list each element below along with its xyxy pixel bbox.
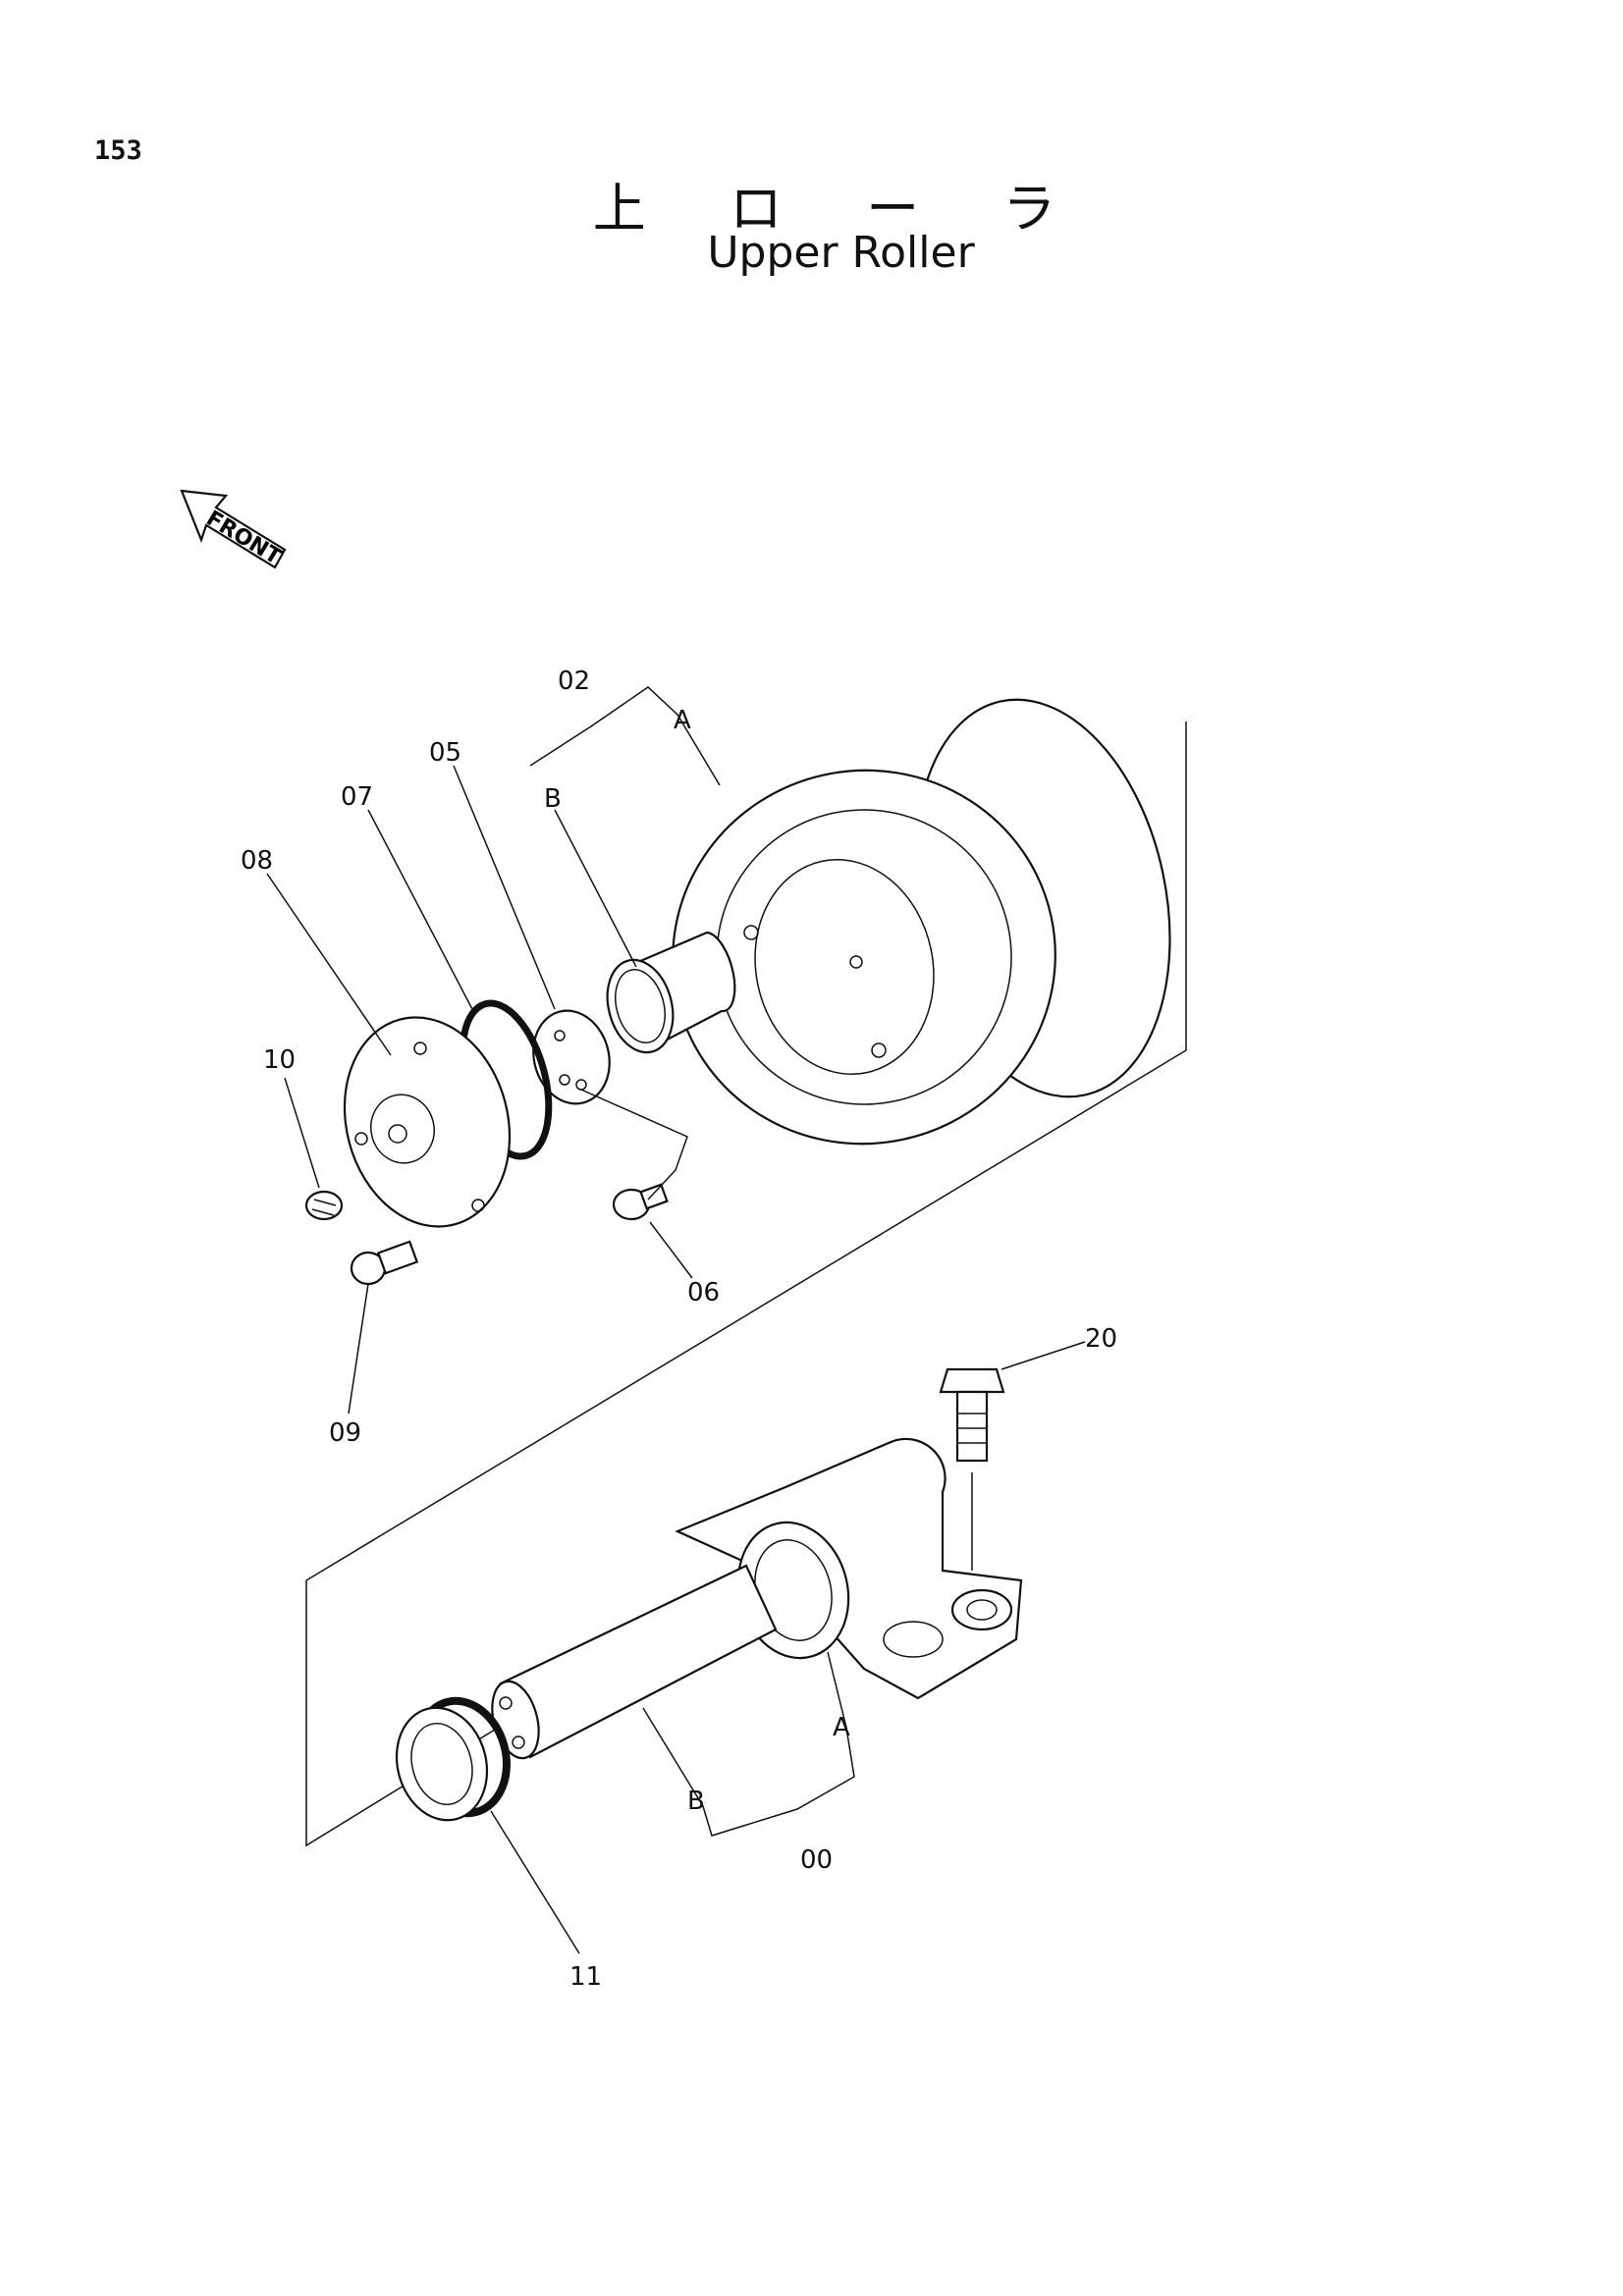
callout-11: 11 [569, 1962, 602, 1992]
shaft-bracket-part [491, 1437, 1023, 1760]
callout-ref-a-bottom: A [833, 1713, 850, 1742]
roller-part [672, 698, 1171, 1146]
cover-part [343, 1016, 512, 1228]
title-japanese: 上 ロ ー ラ [592, 178, 1090, 240]
front-arrow-icon: FRONT [180, 489, 287, 570]
callout-ref-b-top: B [544, 784, 562, 814]
front-label: FRONT [201, 507, 285, 570]
callout-09: 09 [329, 1418, 361, 1448]
callout-08: 08 [241, 846, 273, 876]
leader-lines [266, 686, 1086, 1954]
bolt-09-part [350, 1240, 419, 1286]
thrust-plate-part [532, 1009, 611, 1105]
floating-seal-part [395, 1696, 511, 1822]
callout-06: 06 [687, 1278, 720, 1308]
plug-part [304, 1190, 344, 1221]
callout-20: 20 [1085, 1324, 1117, 1354]
callout-02: 02 [558, 667, 590, 696]
callout-00: 00 [800, 1845, 833, 1875]
callout-07: 07 [341, 782, 373, 812]
page-number: 153 [94, 135, 142, 166]
callout-ref-b-bottom: B [687, 1787, 705, 1816]
bushing-part [606, 931, 736, 1054]
callout-05: 05 [429, 738, 461, 768]
callout-10: 10 [263, 1045, 296, 1075]
bolt-20-part [939, 1367, 1005, 1571]
bolt-06-part [612, 1183, 669, 1221]
callout-ref-a-top: A [674, 706, 691, 735]
title-english: Upper Roller [707, 228, 975, 278]
